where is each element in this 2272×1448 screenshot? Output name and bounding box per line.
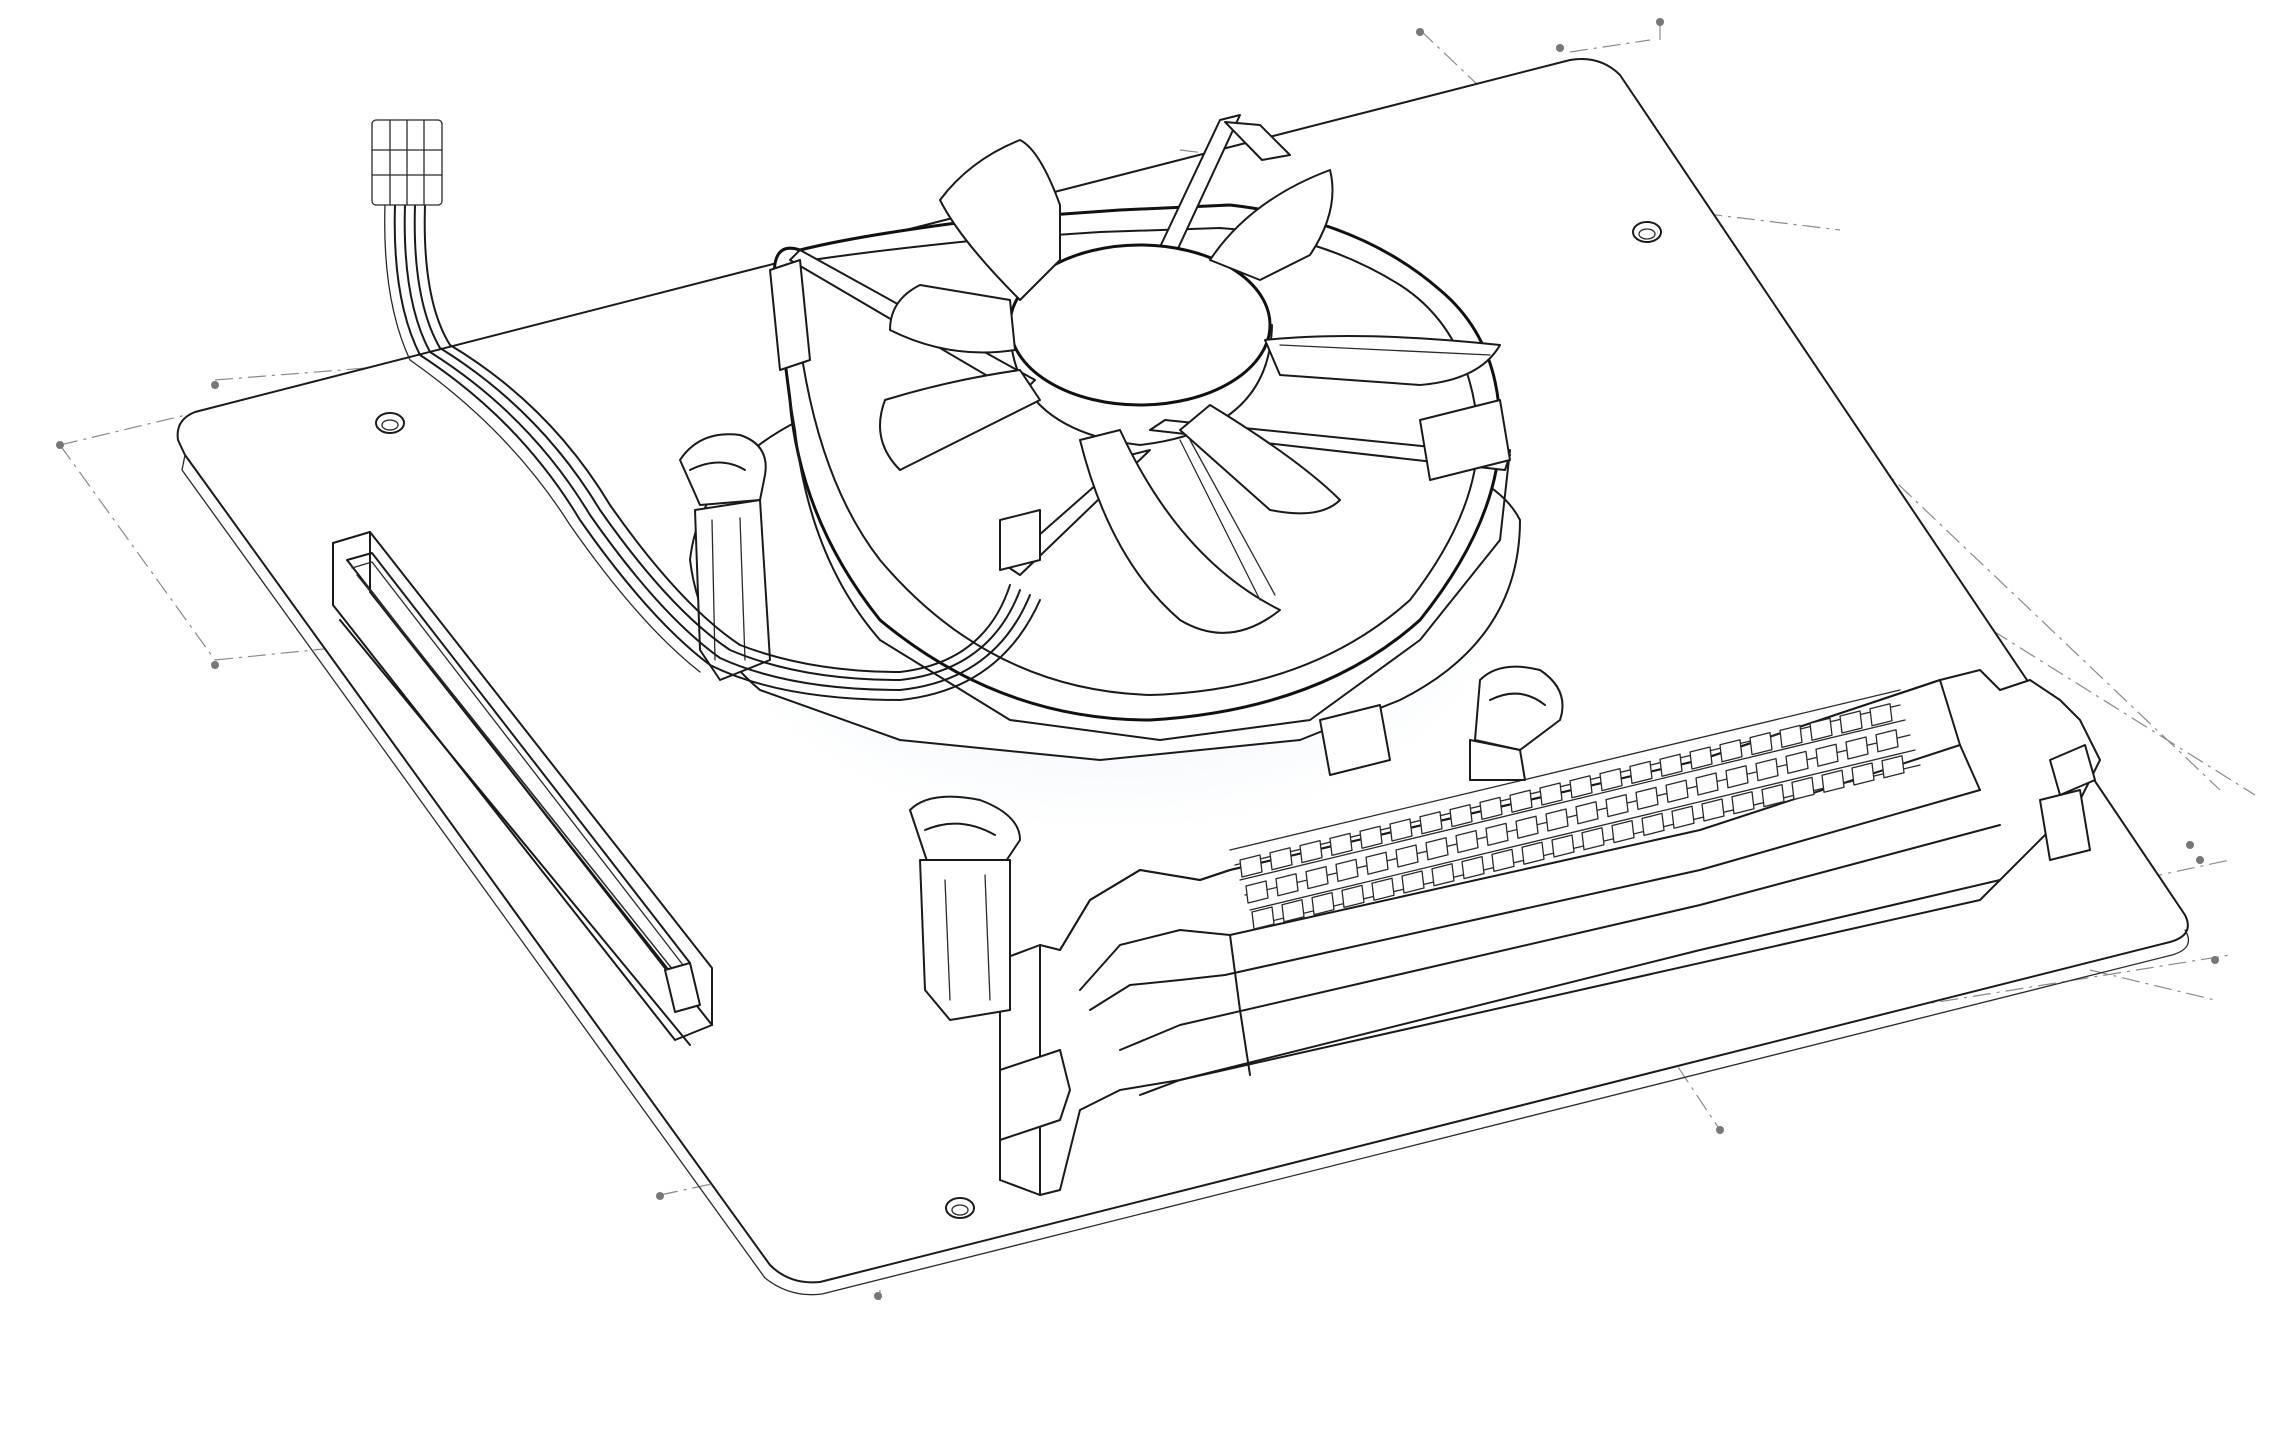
dimm-contact-pad	[1425, 837, 1449, 861]
dimm-contact-pad	[1695, 772, 1719, 796]
dimm-contact-pad	[1641, 812, 1665, 837]
dimm-contact-pad	[1275, 873, 1299, 897]
dimm-contact-pad	[1629, 760, 1653, 785]
dimm-contact-pad	[1455, 829, 1479, 854]
dimm-contact-pad	[1239, 854, 1263, 878]
dimm-contact-pad	[1839, 710, 1863, 734]
dimm-contact-pad	[1515, 815, 1539, 839]
dimm-contact-pad	[1665, 779, 1689, 803]
dimm-slot	[999, 669, 2101, 1196]
dimm-contact-pad	[1485, 822, 1509, 847]
dimm-contact-pad	[1755, 757, 1779, 782]
dimm-contact-pad	[1689, 746, 1713, 770]
dimm-contact-pad	[1341, 884, 1365, 909]
dimm-contact-pad	[1605, 793, 1629, 818]
dimm-contact-pad	[1365, 851, 1389, 875]
dimm-contact-pad	[1731, 791, 1755, 815]
dimm-contact-pad	[1821, 769, 1845, 793]
dimm-contact-pad	[1611, 819, 1635, 844]
fan-connector	[371, 119, 443, 206]
dimm-contact-pad	[1245, 880, 1269, 904]
mounting-holes	[375, 221, 1662, 1219]
dimm-contact-pad	[1509, 789, 1533, 813]
dimm-contact-pad	[1869, 703, 1893, 727]
dimm-contact-pad	[1785, 750, 1809, 775]
dimm-contact-pad	[1725, 765, 1749, 789]
dimm-contact-pad	[1269, 847, 1293, 871]
dimm-contact-pad	[1779, 724, 1803, 749]
dimm-contact-pad	[1575, 801, 1599, 825]
dimm-contact-pad	[1401, 870, 1425, 894]
dimm-contact-pad	[1569, 775, 1593, 799]
dimm-contact-pad	[1635, 786, 1659, 811]
dimm-contact-pad	[1539, 782, 1563, 806]
dimm-contact-pad	[1545, 808, 1569, 832]
dimm-contact-pad	[1491, 848, 1515, 873]
dimm-contact-pad	[1449, 803, 1473, 828]
dimm-contact-pad	[1851, 762, 1875, 786]
dimm-contact-pad	[1845, 736, 1869, 760]
dimm-contact-pad	[1671, 805, 1695, 829]
dimm-contact-pad	[1389, 818, 1413, 842]
fan-cable	[371, 119, 1041, 701]
retention-clip	[909, 795, 1021, 1021]
dimm-contact-pad	[1335, 858, 1359, 883]
dimm-contact-pad	[1761, 783, 1785, 808]
dimm-contact-pad	[1701, 798, 1725, 822]
dimm-contact-pad	[1359, 825, 1383, 849]
retention-clip	[1469, 665, 1564, 781]
dimm-contact-pad	[1281, 899, 1305, 923]
dimm-contact-pad	[1479, 796, 1503, 821]
dimm-contact-pad	[1371, 877, 1395, 901]
dimm-contact-pad	[1311, 891, 1335, 916]
dimm-contact-pad	[1791, 776, 1815, 801]
dimm-contact-pad	[1299, 839, 1323, 864]
dimm-contact-pad	[1419, 811, 1443, 835]
dimm-contact-pad	[1431, 863, 1455, 887]
dimm-contact-pad	[1461, 855, 1485, 880]
dimm-contact-pad	[1719, 739, 1743, 763]
pcie-slot	[332, 531, 713, 1046]
cpu-cooler-fan	[679, 114, 1564, 1021]
dimm-contact-pad	[1659, 753, 1683, 777]
dimm-contact-pad	[1749, 731, 1773, 756]
dimm-contact-pad	[1875, 729, 1899, 753]
dimm-contact-pad	[1251, 906, 1275, 930]
dimm-contact-pad	[1395, 844, 1419, 868]
fan-blades	[879, 139, 1501, 634]
dimm-contact-pad	[1581, 827, 1605, 851]
dimm-contact-pad	[1809, 717, 1833, 741]
dimm-contact-pad	[1815, 743, 1839, 767]
dimm-contact-pad	[1305, 865, 1329, 890]
dimm-contact-pads	[1239, 703, 1905, 930]
dimm-contact-pad	[1329, 832, 1353, 857]
dimm-contact-pad	[1551, 834, 1575, 858]
dimm-contact-pad	[1599, 767, 1623, 792]
dimm-contact-pad	[1881, 755, 1905, 779]
dimm-contact-pad	[1521, 841, 1545, 865]
